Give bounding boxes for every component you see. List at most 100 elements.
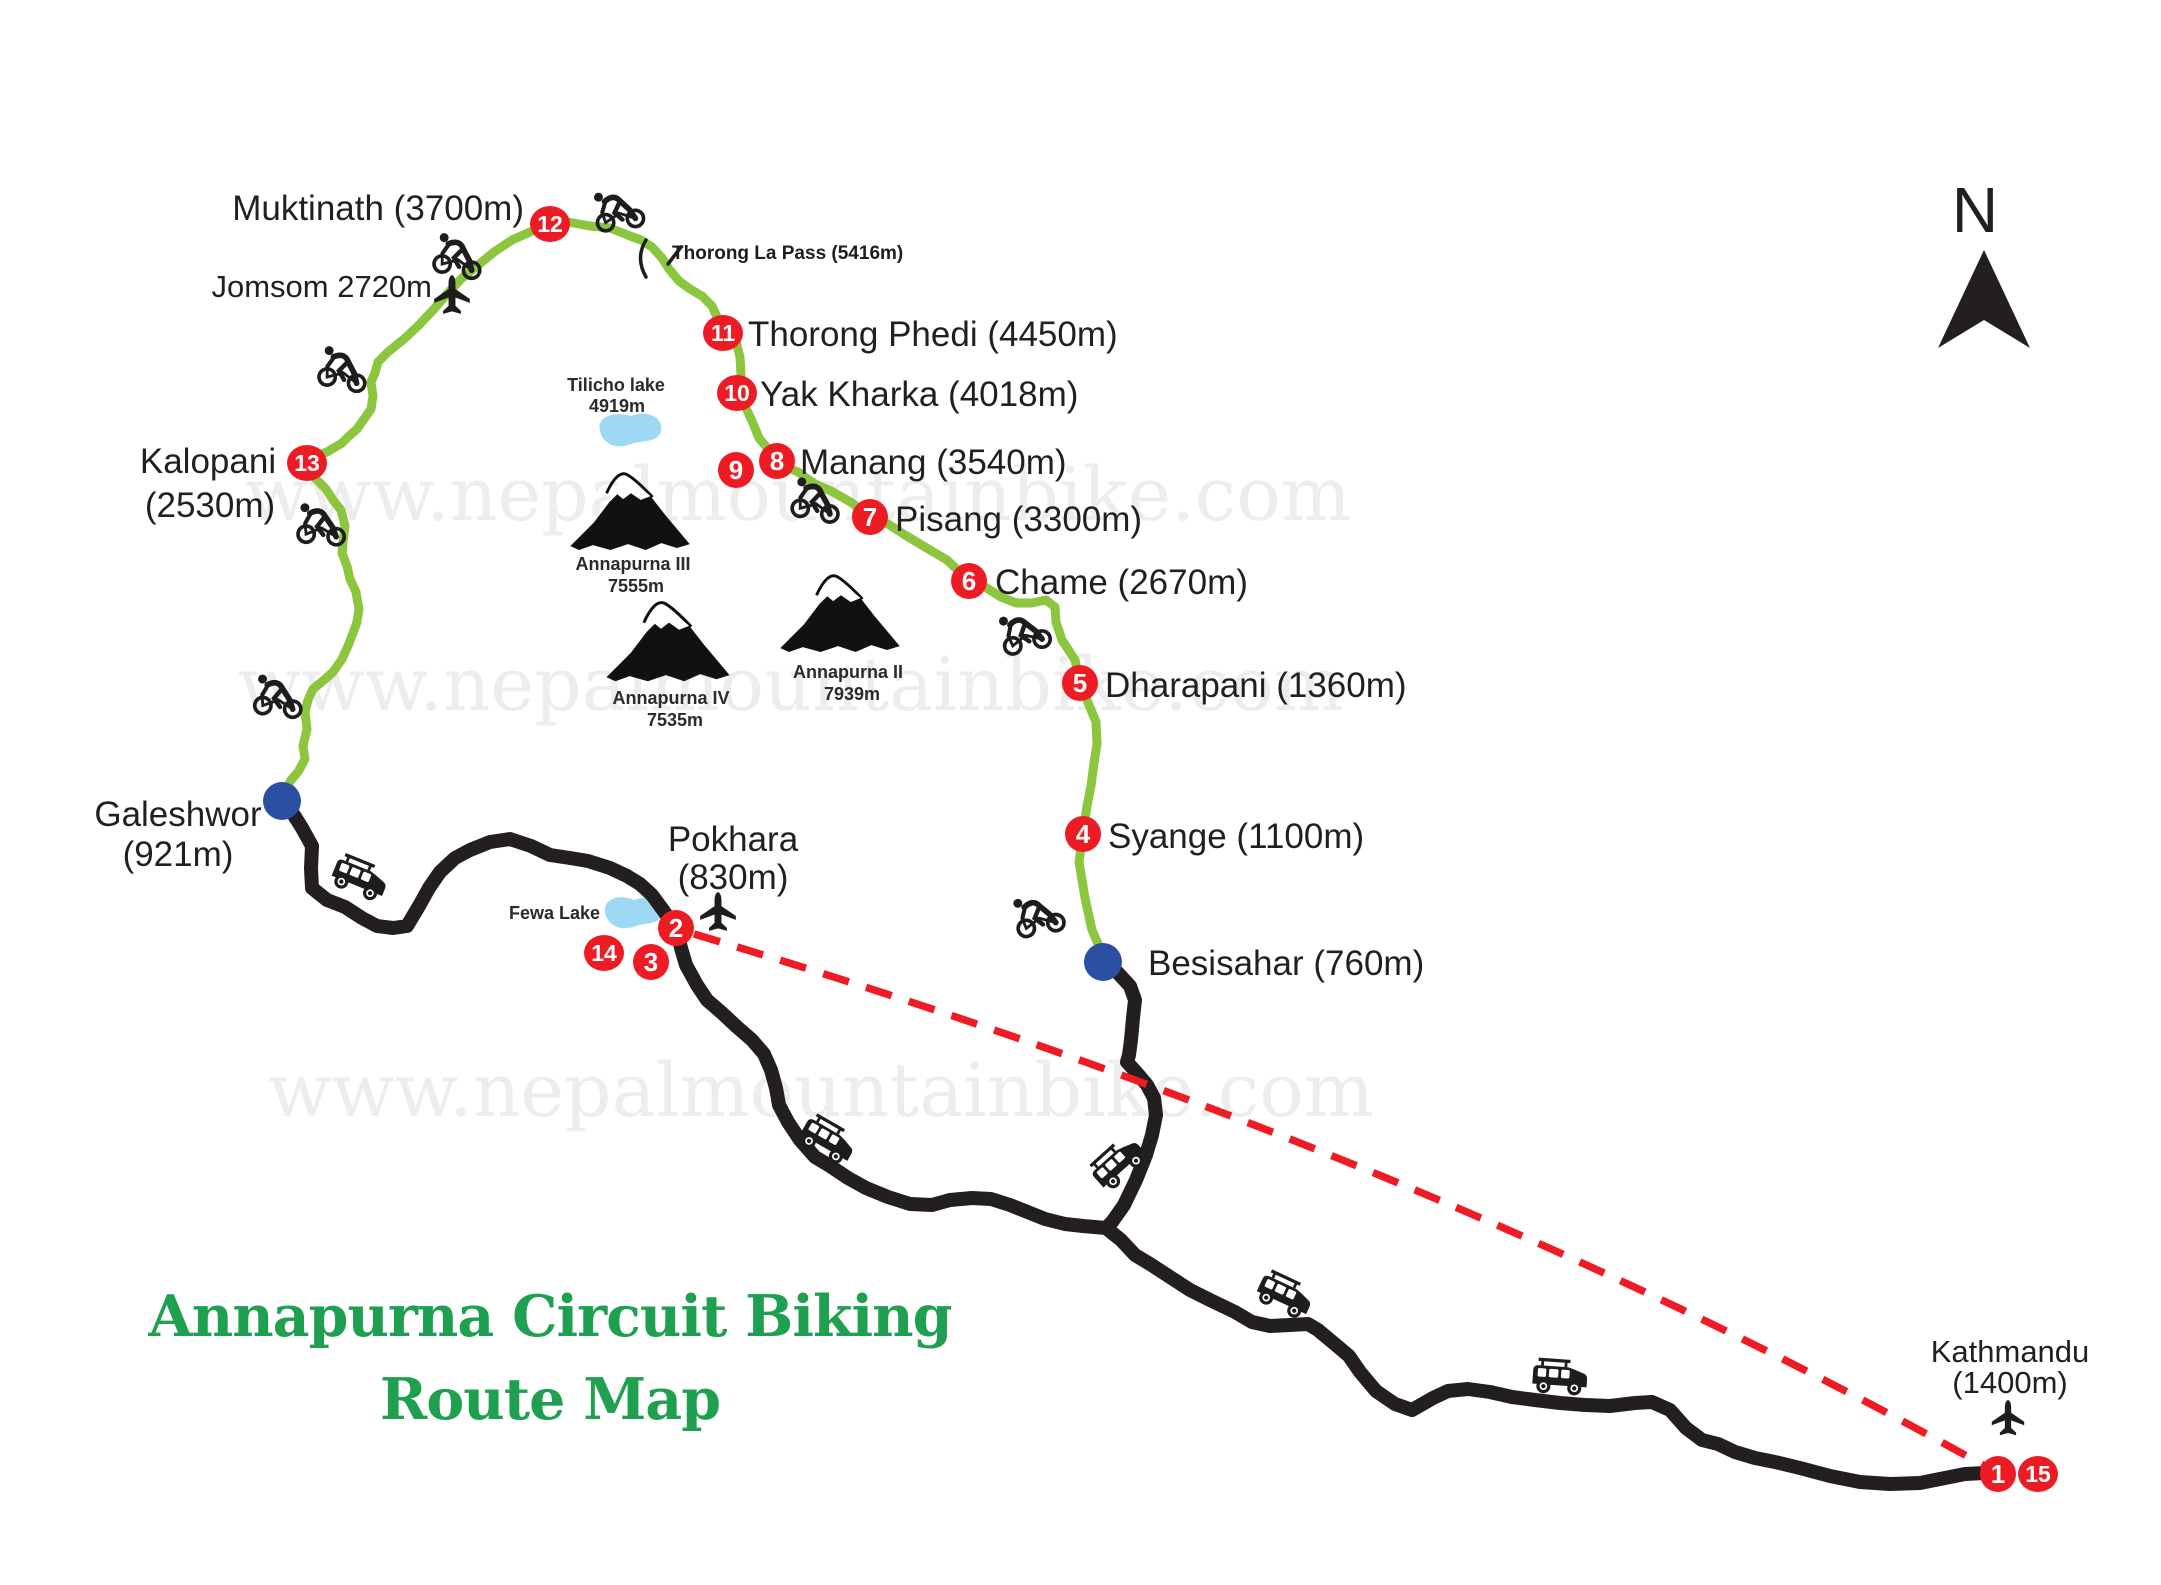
place-label: (830m) (678, 858, 789, 897)
waypoint-marker-circle (717, 375, 757, 411)
cyclist-icon-shape (316, 345, 372, 395)
waypoint-marker-number: 13 (294, 450, 320, 476)
waypoint-marker-7: 7 (852, 499, 888, 535)
bike-route-path (277, 217, 1108, 960)
waypoint-marker-9: 9 (718, 452, 754, 488)
place-labels-layer: Muktinath (3700m) Jomsom 2720m Thorong La … (94, 189, 2089, 1400)
north-arrow-icon (1938, 250, 2030, 348)
waypoint-marker-3: 3 (633, 944, 669, 980)
waypoint-marker-circle (658, 910, 694, 946)
waypoint-marker-circle (852, 499, 888, 535)
place-label: Tilicho lake (567, 375, 665, 395)
waypoint-marker-5: 5 (1062, 665, 1098, 701)
place-label: Chame (2670m) (995, 563, 1248, 602)
fewa-lake-shape (604, 897, 662, 929)
place-label: Pokhara (668, 820, 799, 859)
waypoint-marker-4: 4 (1065, 816, 1101, 852)
place-label: (921m) (123, 835, 234, 874)
waypoint-marker-number: 5 (1073, 668, 1087, 698)
waypoint-marker-13: 13 (287, 445, 327, 481)
jeep-icon (1530, 1356, 1590, 1398)
place-label: Thorong Phedi (4450m) (748, 315, 1118, 354)
waypoint-marker-circle (1065, 816, 1101, 852)
waypoint-marker-number: 3 (644, 947, 658, 977)
cyclist-icon-shape (1013, 893, 1065, 938)
watermark-text: www.nepalmountainbike.com (268, 1048, 1374, 1134)
waypoint-marker-circle (951, 563, 987, 599)
waypoint-marker-number: 7 (863, 502, 877, 532)
place-label: Besisahar (760m) (1148, 944, 1424, 983)
waypoint-marker-number: 8 (770, 446, 784, 476)
place-label: Pisang (3300m) (895, 500, 1142, 539)
airport-plane-icon (1991, 1400, 2025, 1436)
watermark-text: www.nepalmountainbike.com (245, 452, 1351, 538)
waypoint-marker-number: 11 (711, 320, 736, 346)
map-title-line2: Route Map (379, 1366, 721, 1433)
waypoint-marker-12: 12 (530, 206, 570, 242)
waypoint-marker-10: 10 (717, 375, 757, 411)
waypoint-marker-number: 12 (537, 211, 563, 237)
waypoint-marker-circle (2018, 1456, 2058, 1492)
place-label: (1400m) (1952, 1365, 2067, 1400)
place-label: Jomsom 2720m (211, 269, 432, 304)
waypoint-marker-number: 2 (669, 913, 683, 943)
jeep-icon (327, 850, 393, 906)
map-title: Annapurna Circuit Biking Route Map (0, 1288, 1100, 1428)
waypoint-marker-circle (1062, 665, 1098, 701)
place-label: 7535m (647, 710, 703, 730)
tilicho-lake-shape (599, 413, 662, 447)
place-label: Dharapani (1360m) (1105, 666, 1407, 705)
cyclist-icon (316, 345, 372, 395)
cyclist-icon (1013, 893, 1065, 938)
map-title-line1: Annapurna Circuit Biking (148, 1283, 953, 1350)
place-label: Galeshwor (94, 795, 262, 834)
waypoint-marker-1: 1 (1980, 1456, 2016, 1492)
place-label: Fewa Lake (509, 903, 600, 923)
airport-plane-icon (700, 892, 736, 931)
waypoint-marker-circle (703, 315, 743, 351)
drive-route-path (275, 794, 2005, 1491)
waypoint-marker-6: 6 (951, 563, 987, 599)
place-label: Kathmandu (1931, 1334, 2090, 1369)
flight-route-path (692, 930, 1994, 1474)
city-dots-layer (263, 782, 1122, 981)
place-label: Syange (1100m) (1108, 817, 1364, 856)
waypoint-marker-circle (584, 935, 624, 971)
city-dot-galeshwor (263, 782, 301, 820)
waypoint-marker-15: 15 (2018, 1456, 2058, 1492)
waypoint-marker-circle (287, 445, 327, 481)
watermark-text: www.nepalmountainbike.com (238, 642, 1344, 728)
place-label: Kalopani (140, 442, 276, 481)
waypoint-marker-circle (718, 452, 754, 488)
waypoint-marker-number: 10 (724, 380, 750, 406)
place-label: Yak Kharka (4018m) (760, 375, 1078, 414)
waypoint-marker-11: 11 (703, 315, 743, 351)
waypoint-marker-8: 8 (759, 443, 795, 479)
place-label: Annapurna IV (612, 688, 729, 708)
waypoint-marker-circle (1980, 1456, 2016, 1492)
waypoint-marker-number: 6 (962, 566, 976, 596)
place-label: Thorong La Pass (5416m) (672, 243, 903, 264)
waypoint-marker-number: 9 (729, 455, 743, 485)
waypoint-marker-14: 14 (584, 935, 624, 971)
waypoint-marker-circle (530, 206, 570, 242)
place-label: Annapurna III (575, 554, 690, 574)
waypoint-marker-circle (759, 443, 795, 479)
place-label: 7555m (608, 576, 664, 596)
cyclist-icon-shape (431, 232, 487, 282)
mountain-icon (778, 574, 902, 653)
waypoint-marker-number: 14 (591, 940, 617, 966)
waypoint-marker-circle (633, 944, 669, 980)
place-label: Annapurna II (793, 662, 903, 682)
place-label: (2530m) (145, 486, 275, 525)
compass-label: N (1952, 174, 1998, 246)
jeep-icon-shape (1530, 1356, 1590, 1398)
place-label: Muktinath (3700m) (232, 189, 524, 228)
city-dot-besisahar (1084, 943, 1122, 981)
jeep-icon-shape (327, 850, 393, 906)
watermark-layer: www.nepalmountainbike.com www.nepalmounta… (238, 452, 1374, 1134)
place-label: Manang (3540m) (800, 443, 1067, 482)
